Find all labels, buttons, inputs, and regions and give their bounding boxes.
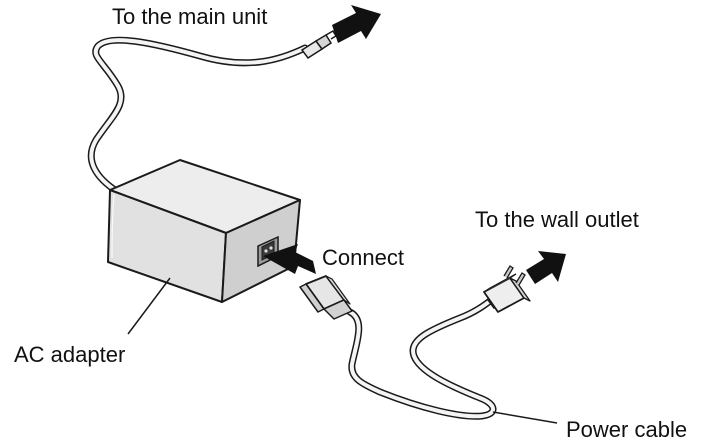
label-connect: Connect [322, 245, 404, 270]
wall-plug-icon [483, 265, 531, 313]
label-power-cable: Power cable [566, 417, 688, 442]
label-ac-adapter: AC adapter [14, 342, 126, 367]
arrow-connect-icon [263, 244, 316, 274]
dc-cable [87, 36, 309, 196]
ac-adapter-icon [107, 159, 301, 303]
dc-plug [300, 29, 338, 60]
power-cable [346, 294, 498, 420]
label-to-main-unit: To the main unit [112, 4, 268, 29]
arrow-to-main-unit-icon [332, 5, 381, 43]
label-to-wall-outlet: To the wall outlet [475, 207, 639, 232]
arrow-to-wall-outlet-icon [526, 251, 566, 284]
ac-connector-icon [299, 275, 353, 320]
leader-line-power-cable [492, 411, 558, 424]
leader-line-ac-adapter [127, 277, 171, 335]
